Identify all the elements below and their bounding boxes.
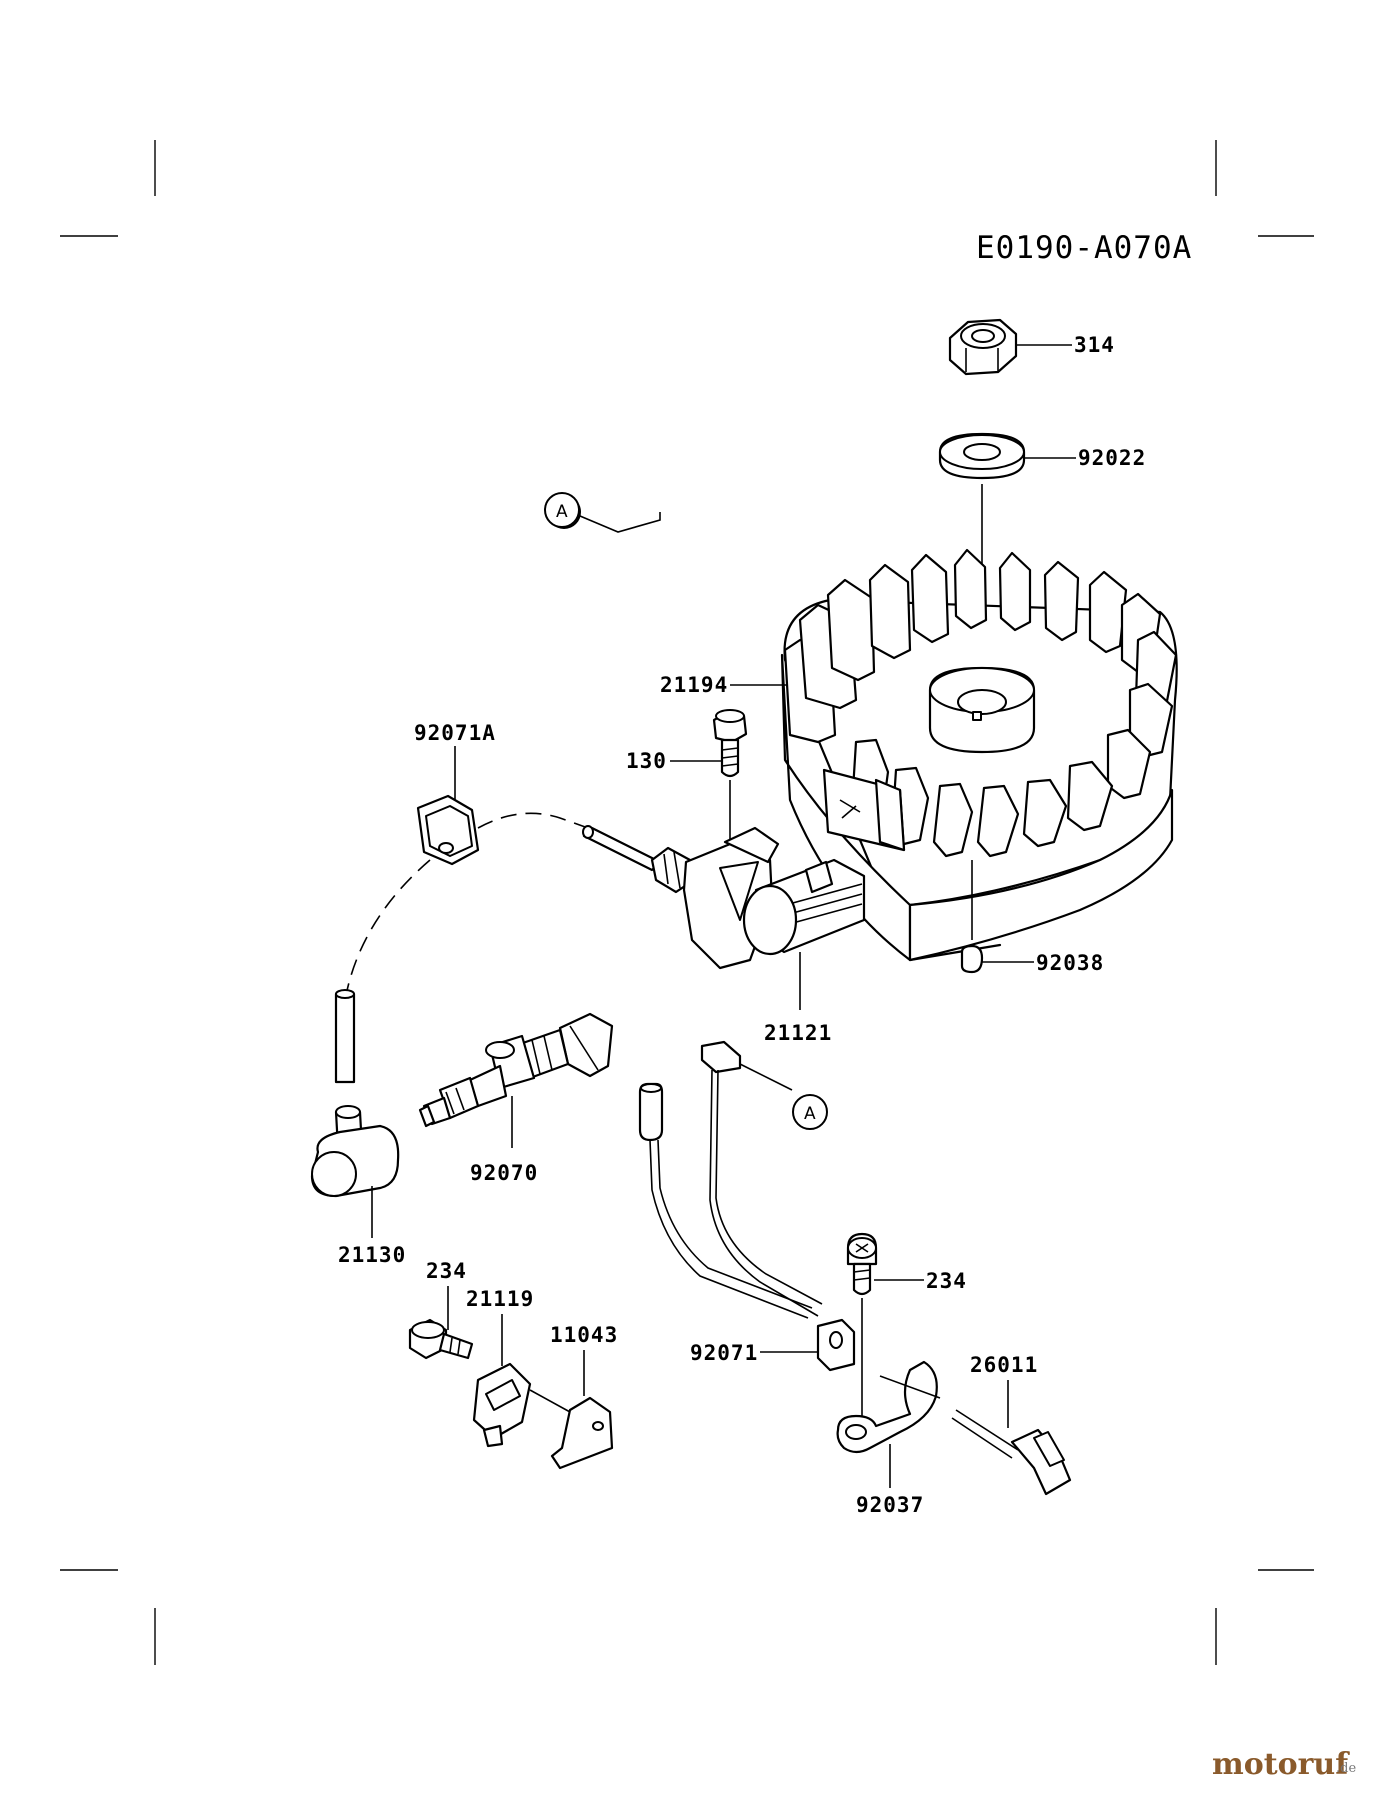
label-314: 314	[1074, 333, 1115, 357]
label-130: 130	[626, 749, 667, 773]
diagram-code: E0190-A070A	[976, 230, 1192, 266]
label-234-right: 234	[926, 1269, 967, 1293]
label-21119: 21119	[466, 1287, 534, 1311]
label-92037: 92037	[856, 1493, 924, 1517]
label-92071A: 92071A	[414, 721, 496, 745]
cap-92071A	[416, 794, 480, 866]
module-21119	[472, 1362, 532, 1448]
label-92022: 92022	[1078, 446, 1146, 470]
crop-marks	[60, 140, 1314, 1665]
ref-marker-a-harness-label: A	[804, 1104, 816, 1124]
ref-marker-a-coil-label: A	[556, 502, 568, 522]
label-92070: 92070	[470, 1161, 538, 1185]
watermark: motoruf .de	[1212, 1747, 1356, 1782]
bracket-11043	[550, 1396, 614, 1470]
flywheel	[780, 548, 1178, 962]
watermark-tld: .de	[1336, 1761, 1356, 1776]
tube	[334, 989, 356, 1084]
screw-234-right	[846, 1232, 878, 1296]
grommet-92071	[816, 1318, 856, 1372]
spark-plug-92070	[418, 1012, 614, 1128]
ref-callout-a-coil: A	[544, 492, 580, 528]
ref-callout-a-harness: A	[792, 1094, 828, 1130]
plug-cap-21130	[310, 1105, 400, 1198]
nut-314	[948, 318, 1018, 376]
label-21130: 21130	[338, 1243, 406, 1267]
label-92071: 92071	[690, 1341, 758, 1365]
watermark-brand: motoruf	[1212, 1747, 1350, 1782]
ignition-coil-21121	[582, 825, 866, 970]
label-11043: 11043	[550, 1323, 618, 1347]
key-92038	[960, 944, 984, 974]
label-26011: 26011	[970, 1353, 1038, 1377]
label-234-left: 234	[426, 1259, 467, 1283]
wiring-harness	[638, 1040, 823, 1319]
label-92038: 92038	[1036, 951, 1104, 975]
label-21121: 21121	[764, 1021, 832, 1045]
lead-wire-26011	[951, 1409, 1072, 1496]
bolt-130	[712, 709, 748, 778]
screw-234-left	[408, 1318, 474, 1360]
clamp-92037	[836, 1360, 938, 1454]
label-21194: 21194	[660, 673, 728, 697]
washer-92022	[938, 432, 1026, 480]
